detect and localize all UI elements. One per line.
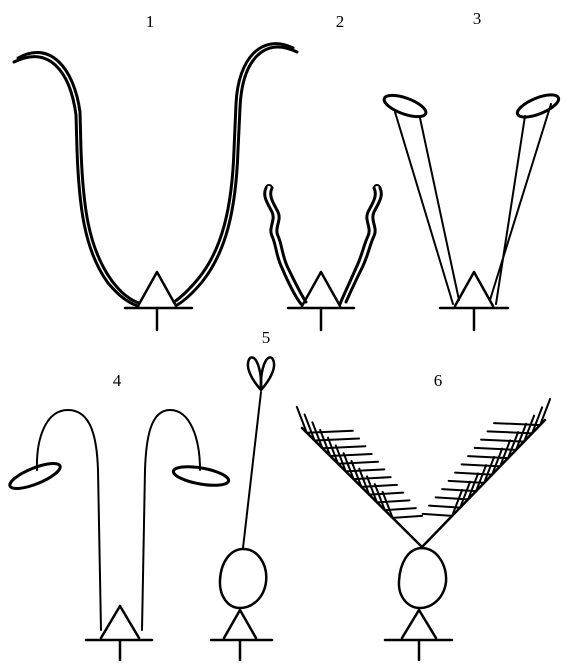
barb xyxy=(468,456,508,458)
barb xyxy=(322,446,365,448)
panel-4-arms xyxy=(37,410,200,630)
panel-6: 6 xyxy=(297,371,550,660)
panel-3: 3 xyxy=(382,9,562,330)
panel-6-oval-body xyxy=(399,548,446,608)
panel-4: 4 xyxy=(7,371,230,660)
barb xyxy=(423,514,453,516)
panel-3-label: 3 xyxy=(473,9,482,28)
panel-1-arms xyxy=(14,44,297,306)
panel-5-base xyxy=(211,610,272,660)
barb xyxy=(315,438,360,440)
panel-5-oval-body xyxy=(220,549,266,608)
panel-3-oval-tips xyxy=(382,90,562,121)
panel-6-label: 6 xyxy=(434,371,443,390)
panel-1: 1 xyxy=(14,12,297,330)
barb xyxy=(338,462,378,464)
panel-5: 5 xyxy=(211,328,274,660)
panel-5-stalk xyxy=(243,392,261,548)
panel-6-left-barbs xyxy=(297,407,422,518)
barb xyxy=(475,448,516,450)
panel-2-arms xyxy=(265,185,382,304)
barb xyxy=(393,516,423,518)
panel-4-label: 4 xyxy=(113,371,122,390)
barb xyxy=(330,454,372,456)
panel-6-right-barbs xyxy=(423,399,550,516)
panel-6-base xyxy=(385,610,452,660)
panel-2-label: 2 xyxy=(336,12,345,31)
barb xyxy=(494,423,540,425)
panel-1-label: 1 xyxy=(146,12,155,31)
barb xyxy=(488,431,533,433)
panel-4-oval-tips xyxy=(7,458,230,493)
barb xyxy=(481,440,524,442)
panel-3-base xyxy=(440,272,508,330)
panel-5-bud xyxy=(248,357,274,390)
barb xyxy=(307,431,353,433)
panel-2: 2 xyxy=(265,12,382,330)
panel-5-label: 5 xyxy=(262,328,271,347)
